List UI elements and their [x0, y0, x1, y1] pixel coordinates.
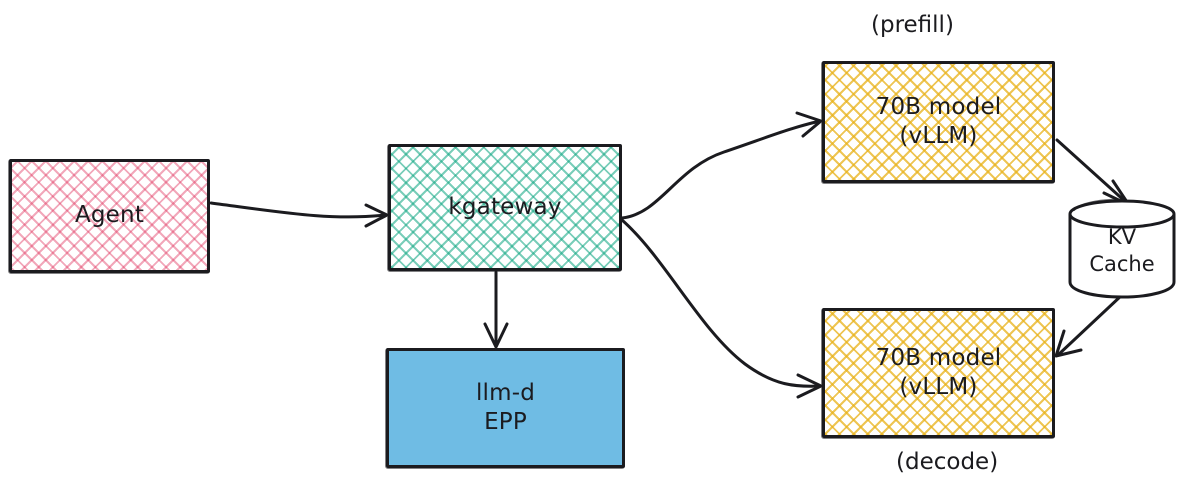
node-agent-label: Agent: [74, 202, 145, 229]
edge-kvcache-to-decode: [1054, 293, 1124, 358]
node-prefill-model[interactable]: 70B model (vLLM): [821, 61, 1055, 184]
node-kv-cache-label: KV Cache: [1066, 224, 1178, 279]
node-llmd-epp-label-line2: EPP: [484, 409, 527, 435]
node-llmd-epp[interactable]: llm-d EPP: [385, 348, 625, 469]
node-decode-model-label-line1: 70B model: [875, 344, 1002, 371]
node-prefill-model-label-line2: (vLLM): [899, 123, 978, 149]
cylinder-shape-icon: [1068, 198, 1176, 299]
edge-kgateway-to-prefill: [620, 111, 823, 220]
caption-prefill: (prefill): [871, 12, 954, 38]
node-llmd-epp-label-line1: llm-d: [475, 379, 536, 406]
node-prefill-model-label-line1: 70B model: [875, 93, 1002, 120]
node-decode-model-label-line2: (vLLM): [899, 374, 978, 400]
node-kgateway-label: kgateway: [448, 193, 562, 220]
node-kv-cache[interactable]: KV Cache: [1066, 198, 1178, 300]
edge-prefill-to-kvcache: [1055, 138, 1131, 207]
edge-agent-to-kgateway: [209, 201, 389, 228]
caption-decode: (decode): [896, 449, 999, 475]
node-decode-model[interactable]: 70B model (vLLM): [821, 308, 1055, 439]
node-agent[interactable]: Agent: [8, 159, 210, 274]
node-kgateway[interactable]: kgateway: [387, 144, 622, 272]
edge-kgateway-to-decode: [620, 218, 823, 399]
edge-kgateway-to-llmd: [483, 270, 509, 349]
node-kv-cache-label-line1: KV: [1107, 225, 1137, 249]
node-kv-cache-label-line2: Cache: [1089, 252, 1155, 277]
